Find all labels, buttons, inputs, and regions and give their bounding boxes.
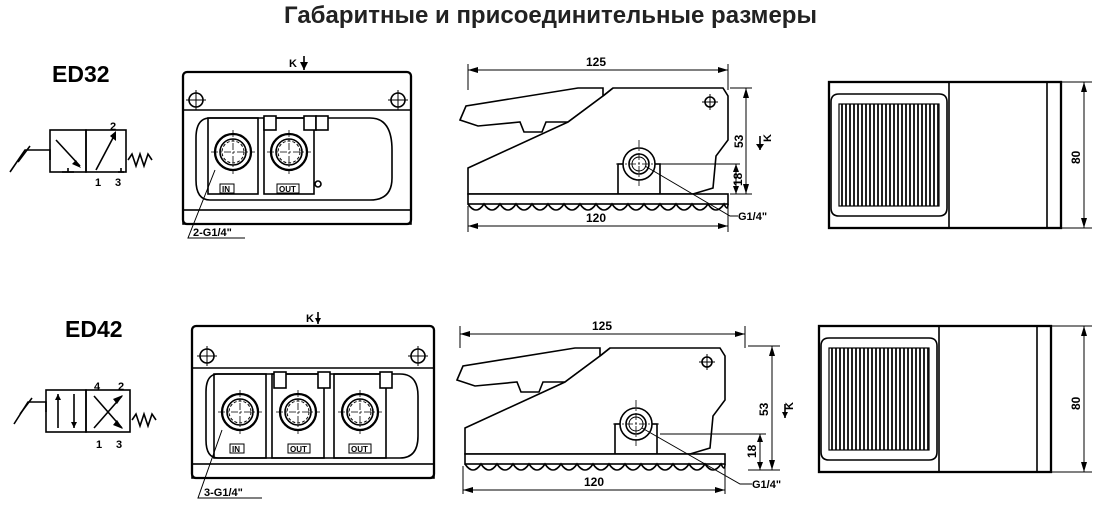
port-tag-in: IN xyxy=(222,185,230,194)
port-tag-out: OUT xyxy=(290,445,307,454)
valve-symbol-ed42: 4 2 1 3 xyxy=(13,381,157,451)
port-tag-out: OUT xyxy=(279,185,296,194)
model-label-ed42: ED42 xyxy=(65,316,123,342)
k-mark-side: K xyxy=(784,402,796,410)
k-mark: K xyxy=(306,313,314,325)
port-tag-in: IN xyxy=(232,445,240,454)
k-mark: K xyxy=(289,58,297,70)
top-view-ed32: 80 xyxy=(827,80,1092,230)
dim-width-80: 80 xyxy=(1069,150,1083,164)
dim-height-53: 53 xyxy=(732,134,746,148)
port-label-2: 2 xyxy=(118,381,124,393)
thread-callout: 2-G1/4" xyxy=(193,227,232,239)
front-view-ed42: IN OUT OUT K 3-G1/4" xyxy=(190,312,436,499)
port-label-1: 1 xyxy=(95,177,101,189)
thread-callout: 3-G1/4" xyxy=(204,487,243,499)
dim-width-80: 80 xyxy=(1069,396,1083,410)
thread-label: G1/4" xyxy=(752,479,781,491)
port-label-3: 3 xyxy=(116,439,122,451)
port-label-4: 4 xyxy=(94,381,101,393)
dim-height-18: 18 xyxy=(745,444,759,458)
dim-length-125: 125 xyxy=(592,319,612,333)
port-label-3: 3 xyxy=(115,177,121,189)
valve-symbol-ed32: 2 1 3 xyxy=(9,121,153,189)
side-view-ed32: 125 120 53 18 K G1/4" xyxy=(459,55,774,232)
k-mark-side: K xyxy=(762,134,774,142)
port-label-2: 2 xyxy=(110,121,116,133)
thread-label: G1/4" xyxy=(738,211,767,223)
dim-length-120: 120 xyxy=(584,475,604,489)
front-view-ed32: IN OUT K 2-G1/4" xyxy=(181,56,413,239)
dim-length-120: 120 xyxy=(586,211,606,225)
port-tag-out: OUT xyxy=(351,445,368,454)
port-label-1: 1 xyxy=(96,439,102,451)
top-view-ed42: 80 xyxy=(817,324,1092,474)
dim-height-53: 53 xyxy=(757,402,771,416)
side-view-ed42: 125 120 53 18 K G1/4" xyxy=(456,319,796,494)
dim-height-18: 18 xyxy=(731,172,745,186)
page-title: Габаритные и присоединительные размеры xyxy=(284,2,817,29)
model-label-ed32: ED32 xyxy=(52,61,110,87)
dim-length-125: 125 xyxy=(586,55,606,69)
